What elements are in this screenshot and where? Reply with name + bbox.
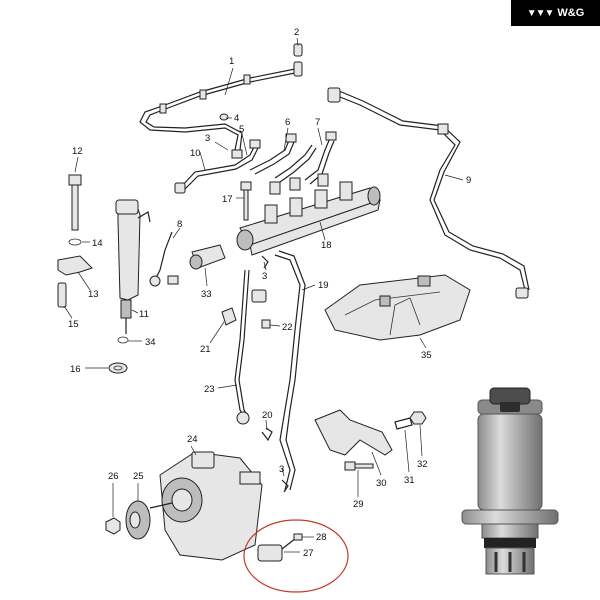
- bracket-30-part: [314, 409, 393, 456]
- callout-4: 4: [234, 113, 239, 124]
- metering-valve-photo: [461, 387, 559, 575]
- seal-28-part: [293, 533, 303, 541]
- highlight-oval: [243, 519, 349, 593]
- callout-1: 1: [229, 56, 234, 67]
- callout-8: 8: [177, 219, 182, 230]
- callout-3-hose: 3: [279, 464, 284, 475]
- leak-off-line-23: [234, 269, 250, 425]
- callout-26: 26: [108, 471, 119, 482]
- callout-27: 27: [303, 548, 314, 559]
- callout-31: 31: [404, 475, 415, 486]
- callout-13: 13: [88, 289, 99, 300]
- callout-19: 19: [318, 280, 329, 291]
- callout-5: 5: [239, 124, 244, 135]
- common-rail-part: [236, 181, 381, 256]
- return-line-assembly: [139, 61, 303, 159]
- callout-28: 28: [316, 532, 327, 543]
- callout-29: 29: [353, 499, 364, 510]
- callout-6: 6: [285, 117, 290, 128]
- brand-mark-icon: ▼▼▼: [526, 7, 555, 19]
- callout-7: 7: [315, 117, 320, 128]
- injector-feed-lines: [174, 131, 337, 195]
- leader-lines: [63, 37, 464, 553]
- clip-20-part: [261, 427, 273, 442]
- callout-16: 16: [70, 364, 81, 375]
- callout-12: 12: [72, 146, 83, 157]
- sensor-8-part: [149, 231, 179, 287]
- callout-35: 35: [421, 350, 432, 361]
- brand-logo: ▼▼▼ W&G: [511, 0, 600, 26]
- callout-24: 24: [187, 434, 198, 445]
- cover-35-part: [324, 274, 471, 341]
- fitting-part: [219, 113, 229, 121]
- callout-9: 9: [466, 175, 471, 186]
- callout-32: 32: [417, 459, 428, 470]
- nut-26-part: [105, 517, 121, 535]
- washer-14-part: [68, 238, 82, 246]
- washer-34-part: [117, 336, 129, 344]
- callout-34: 34: [145, 337, 156, 348]
- gear-25-part: [125, 500, 151, 540]
- rail-bolt-part: [240, 181, 252, 221]
- callout-3: 3: [205, 133, 210, 144]
- fuel-line-9: [327, 87, 530, 299]
- nut-32-part: [409, 411, 427, 425]
- clip-21-part: [221, 307, 237, 326]
- callout-23: 23: [204, 384, 215, 395]
- callout-2: 2: [294, 27, 299, 38]
- seal-ring-16-part: [108, 362, 128, 374]
- callout-18: 18: [321, 240, 332, 251]
- return-hose-19: [251, 250, 306, 491]
- hp-pump-24-part: [149, 451, 263, 561]
- pressure-sensor-33-part: [189, 244, 226, 270]
- callout-11: 11: [139, 309, 149, 320]
- bolt-29-part: [344, 461, 374, 471]
- stud-31-part: [394, 417, 413, 430]
- callout-21: 21: [200, 344, 211, 355]
- metering-valve-27-part: [257, 537, 297, 562]
- callout-20: 20: [262, 410, 273, 421]
- clip-3-hose-part: [281, 479, 289, 493]
- injector-part: [115, 199, 151, 334]
- callout-14: 14: [92, 238, 103, 249]
- clamp-13-part: [57, 255, 93, 276]
- callout-30: 30: [376, 478, 387, 489]
- callout-22: 22: [282, 322, 293, 333]
- brand-logo-text: W&G: [557, 7, 585, 19]
- callout-33: 33: [201, 289, 212, 300]
- callout-10: 10: [190, 148, 201, 159]
- callout-labels: 1 2 3 4 5 6 7 8 9 10 11 12 13 14 15 16 1…: [68, 27, 471, 559]
- dowel-15-part: [57, 282, 67, 308]
- callout-17: 17: [222, 194, 233, 205]
- screw-22-part: [261, 319, 271, 329]
- callout-3-rail: 3: [262, 271, 267, 282]
- bolt-12-part: [68, 174, 82, 231]
- callout-25: 25: [133, 471, 144, 482]
- callout-15: 15: [68, 319, 79, 330]
